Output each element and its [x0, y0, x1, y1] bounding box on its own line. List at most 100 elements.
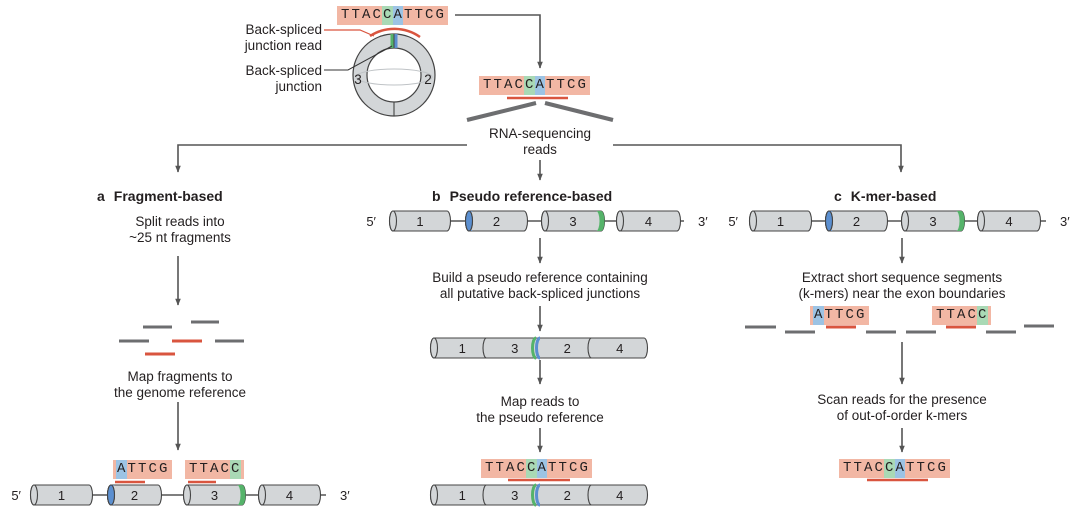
gene-b-5prime: 5′: [366, 214, 376, 229]
exon-cap-color: [824, 210, 834, 232]
exon-label: 2: [131, 488, 138, 503]
exon-label: 3: [569, 214, 576, 229]
exon-cap: [748, 210, 758, 232]
nucleotide: A: [863, 459, 874, 478]
gene-c-exon-1: 1: [748, 210, 813, 232]
nucleotide: T: [340, 6, 351, 25]
exon-cap: [182, 484, 192, 506]
exon-label: 2: [853, 214, 860, 229]
exon-cap: [540, 210, 550, 232]
nucleotide: T: [413, 6, 424, 25]
pseudo-label: 1: [459, 341, 466, 356]
nucleotide: C: [926, 459, 937, 478]
nucleotide: A: [894, 459, 905, 478]
nucleotide: A: [956, 306, 967, 325]
nucleotide: T: [545, 76, 556, 95]
nucleotide: T: [198, 460, 209, 479]
panel-c-step1: Extract short sequence segments(k-mers) …: [798, 270, 1006, 301]
gene-c-exon-3: 3: [900, 210, 966, 232]
exon-label: 4: [1005, 214, 1012, 229]
pseudo-label: 2: [564, 341, 571, 356]
junction-blue: [535, 483, 541, 507]
gene-b-exon-2: 2: [464, 210, 529, 232]
gene-c-5prime: 5′: [728, 214, 738, 229]
nucleotide: A: [209, 460, 220, 479]
pseudo-divider: [482, 337, 487, 359]
exon-label: 3: [211, 488, 218, 503]
nucleotide: A: [503, 76, 514, 95]
nucleotide: T: [834, 306, 845, 325]
nucleotide: C: [424, 6, 435, 25]
nucleotide: T: [823, 306, 834, 325]
nucleotide: T: [905, 459, 916, 478]
gene-a-3prime: 3′: [340, 488, 350, 503]
nucleotide: T: [484, 459, 495, 478]
pseudo-cap: [429, 484, 439, 506]
nucleotide: G: [434, 6, 445, 25]
nucleotide: C: [219, 460, 230, 479]
nucleotide: G: [855, 306, 866, 325]
exon-edge: [237, 485, 246, 505]
pseudo-label: 4: [616, 341, 623, 356]
nucleotide: C: [884, 459, 895, 478]
nucleotide: T: [945, 306, 956, 325]
circrna-shade: [355, 68, 433, 86]
nucleotide: A: [116, 460, 127, 479]
exon-cap: [257, 484, 267, 506]
nucleotide: T: [935, 306, 946, 325]
nucleotide: T: [852, 459, 863, 478]
nucleotide: C: [515, 459, 526, 478]
leader-read: [324, 29, 375, 37]
nucleotide: T: [555, 76, 566, 95]
nucleotide: C: [147, 460, 158, 479]
exon-cap-color: [464, 210, 474, 232]
nucleotide: T: [482, 76, 493, 95]
pseudo-label: 3: [511, 341, 518, 356]
exon-label: 1: [58, 488, 65, 503]
nucleotide: T: [494, 459, 505, 478]
nucleotide: G: [576, 76, 587, 95]
gene-a-exon-1: 1: [29, 484, 94, 506]
exon-cap-color: [106, 484, 116, 506]
nucleotide: A: [813, 306, 824, 325]
nucleotide: C: [566, 76, 577, 95]
nucleotide: T: [557, 459, 568, 478]
exon-label: 1: [416, 214, 423, 229]
exon-label: 4: [286, 488, 293, 503]
nucleotide: C: [844, 306, 855, 325]
nucleotide: T: [547, 459, 558, 478]
pseudo-divider: [482, 484, 487, 506]
pseudo-divider: [587, 337, 592, 359]
gene-a-5prime: 5′: [11, 488, 21, 503]
gene-b-exon-3: 3: [540, 210, 606, 232]
nucleotide: A: [536, 459, 547, 478]
arrow-to-panel-a: [175, 144, 467, 173]
panel-c-letter: c: [834, 188, 842, 204]
pseudo-label: 2: [564, 488, 571, 503]
nucleotide: T: [126, 460, 137, 479]
nucleotide: A: [505, 459, 516, 478]
panel-b-title: Pseudo reference-based: [449, 188, 613, 204]
nucleotide: A: [534, 76, 545, 95]
nucleotide: C: [371, 6, 382, 25]
circle-exon-3: 3: [354, 72, 362, 87]
exon-label: 3: [929, 214, 936, 229]
pseudo-reference-1: 1 3 2 4: [429, 336, 649, 360]
nucleotide: G: [936, 459, 947, 478]
panel-a-title: Fragment-based: [113, 188, 223, 204]
exon-label: 4: [645, 214, 652, 229]
circrna-inner: [366, 47, 422, 103]
